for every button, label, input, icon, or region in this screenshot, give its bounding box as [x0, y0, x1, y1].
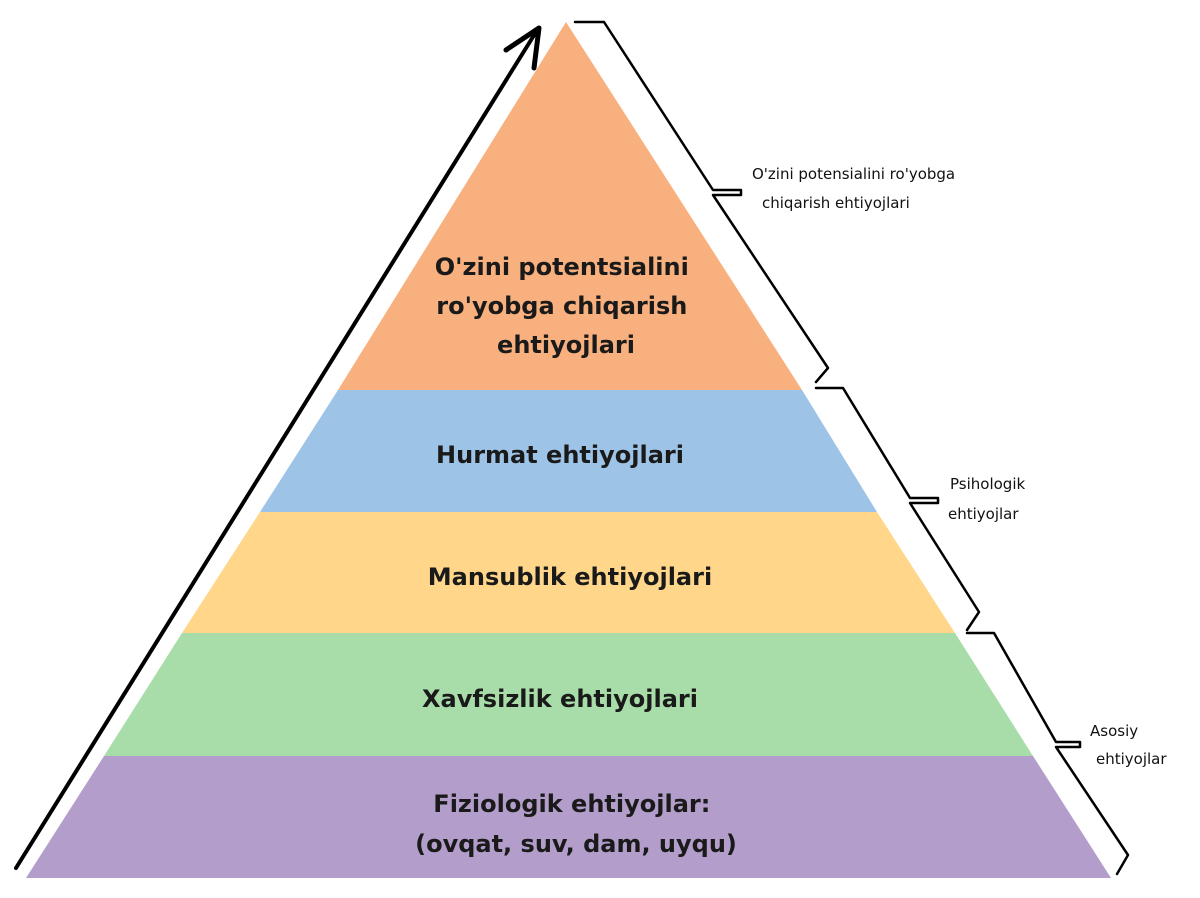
- tier-self-actualization: [338, 22, 802, 390]
- group-label-basic: Asosiy ehtiyojlar: [1090, 722, 1167, 768]
- group-braces: [573, 20, 1130, 876]
- brace-self-fulfillment: [573, 20, 830, 384]
- arrow-head-icon: [503, 25, 542, 71]
- upward-arrow: [14, 25, 542, 870]
- tier-labels: O'zini potentsialini ro'yobga chiqarish …: [415, 253, 737, 858]
- group-labels: O'zini potensialini ro'yobga chiqarish e…: [752, 165, 1167, 768]
- tier-label-esteem: Hurmat ehtiyojlari: [436, 441, 684, 469]
- brace-psychological: [814, 386, 981, 632]
- group-label-psychological: Psihologik ehtiyojlar: [948, 475, 1030, 523]
- brace-basic: [965, 631, 1130, 876]
- tier-belonging: [182, 512, 955, 633]
- tier-label-physiological: Fiziologik ehtiyojlar: (ovqat, suv, dam,…: [415, 790, 737, 858]
- pyramid: [26, 22, 1111, 878]
- tier-esteem: [260, 390, 877, 512]
- arrow-shaft: [14, 30, 538, 870]
- tier-label-safety: Xavfsizlik ehtiyojlari: [422, 685, 698, 713]
- tier-label-self-actualization: O'zini potentsialini ro'yobga chiqarish …: [435, 253, 697, 359]
- tier-safety: [104, 633, 1033, 756]
- tier-physiological: [26, 756, 1111, 878]
- tier-label-belonging: Mansublik ehtiyojlari: [428, 563, 712, 591]
- group-label-self-fulfillment: O'zini potensialini ro'yobga chiqarish e…: [752, 165, 960, 212]
